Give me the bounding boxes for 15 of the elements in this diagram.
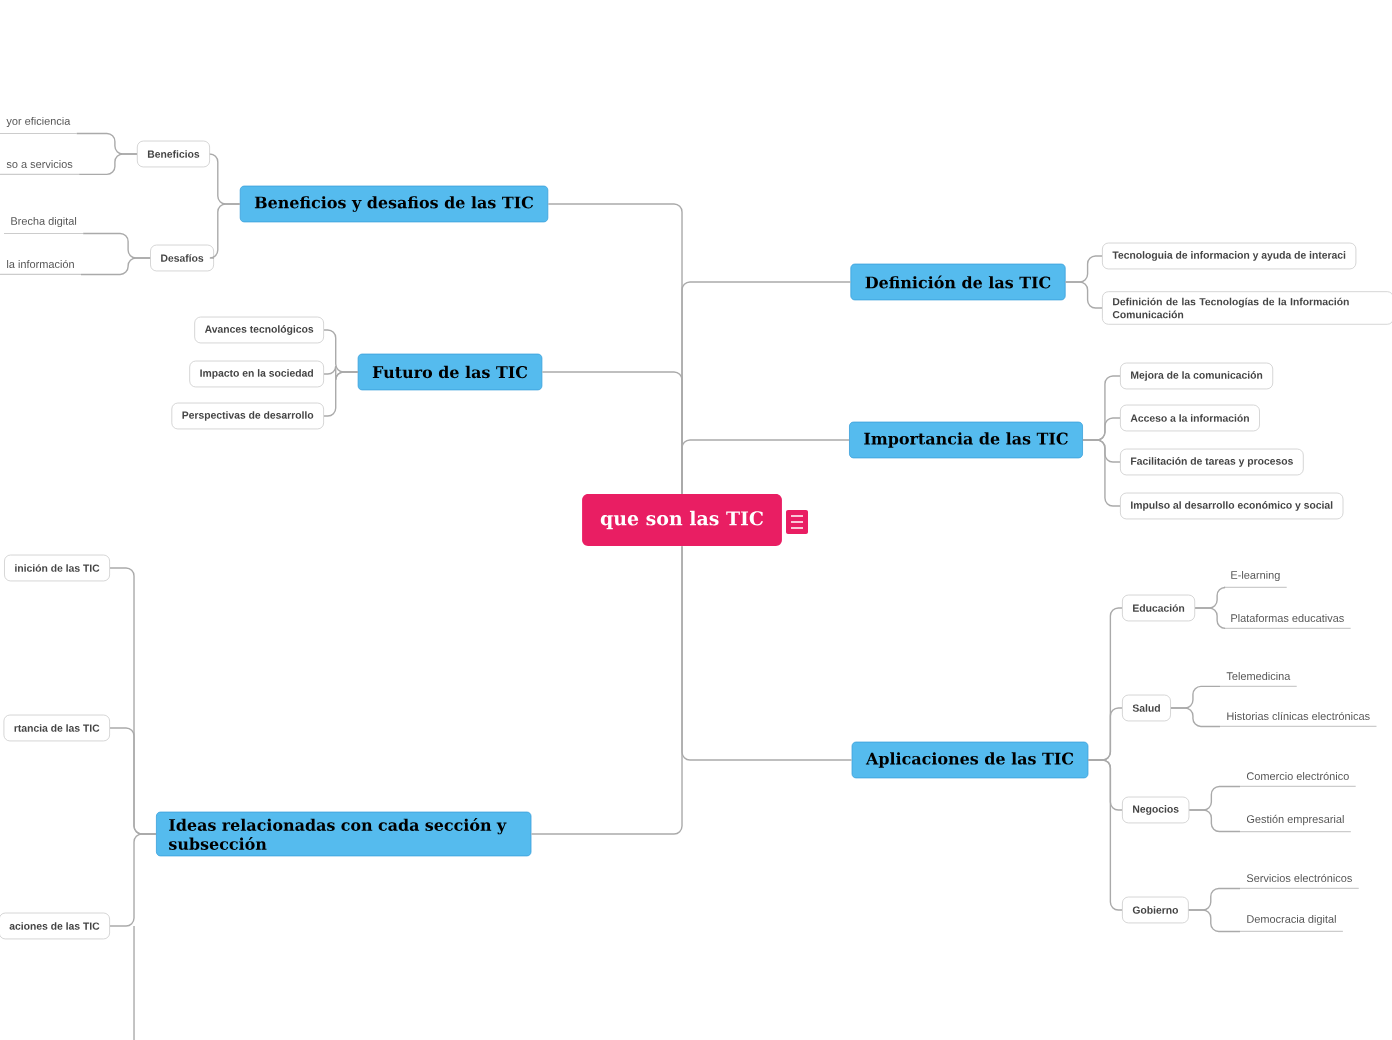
connector-line: [541, 371, 683, 495]
connector-line: [530, 545, 683, 835]
connector-line: [80, 257, 151, 276]
connector-line: [1170, 707, 1221, 728]
connector-line: [209, 203, 241, 259]
connector-line: [1188, 809, 1241, 833]
connector-line: [1188, 909, 1241, 933]
connector-line: [1064, 281, 1103, 309]
connector-line: [1082, 439, 1121, 507]
connector-line: [1087, 759, 1123, 911]
connector-line: [323, 371, 359, 417]
connector-line: [1194, 607, 1226, 630]
connector-line: [78, 153, 138, 176]
connector-line: [109, 833, 157, 927]
central-topic-box: que son las TIC: [582, 494, 782, 546]
